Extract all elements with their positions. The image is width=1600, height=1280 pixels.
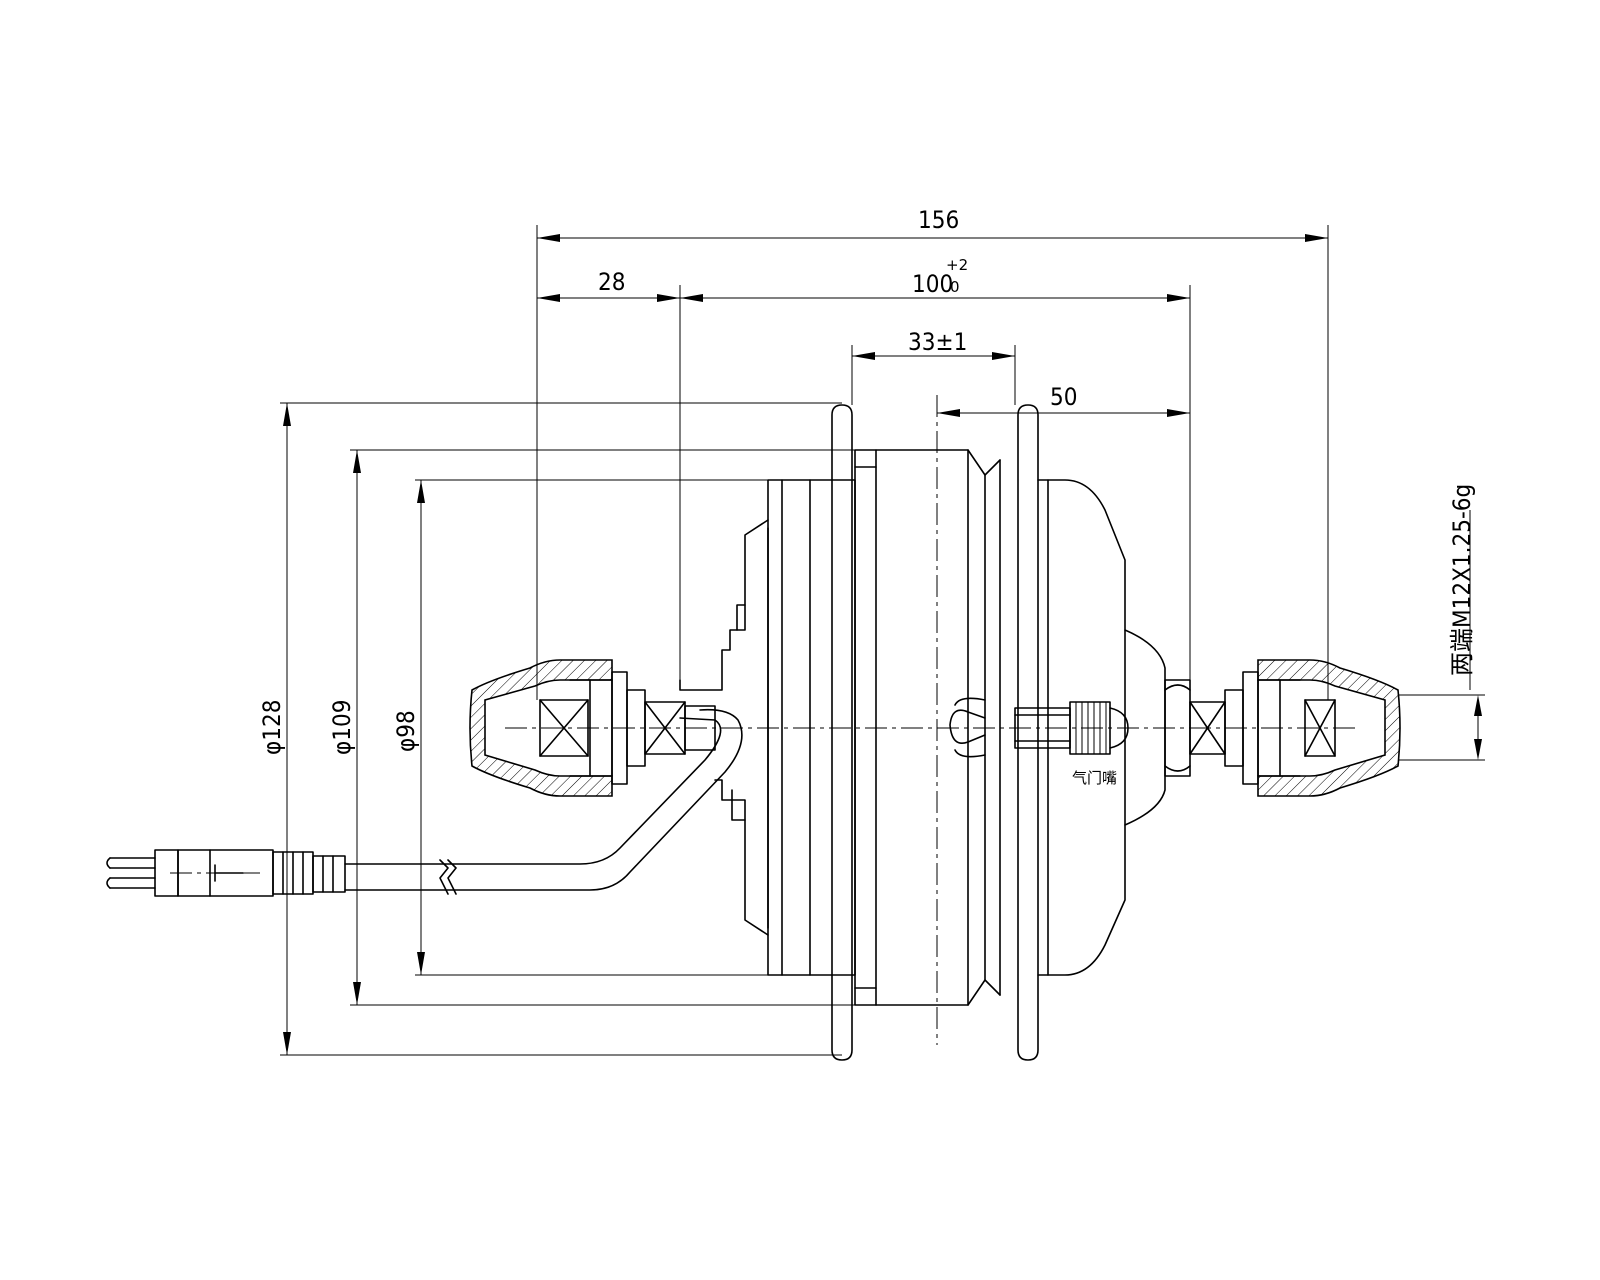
dim-flange-spacing: 33±1 <box>908 328 967 356</box>
dim-left-axle: 28 <box>598 268 625 296</box>
dimension-flange-spacing: 33±1 <box>852 328 1015 360</box>
dim-right-offset: 50 <box>1050 383 1077 411</box>
dimension-hub-width: 100 +2 0 <box>680 256 1190 302</box>
dim-diameter-outer: φ128 <box>258 700 286 755</box>
dimension-overall: 156 <box>537 206 1328 242</box>
dim-diameter-mid: φ109 <box>328 700 356 755</box>
motor-body <box>679 404 1166 1061</box>
right-dropout <box>1164 659 1401 797</box>
dimension-diameter-mid: φ109 <box>328 450 361 1005</box>
thread-spec: 两端M12X1.25-6g <box>1448 484 1476 676</box>
dimension-right-offset: 50 <box>937 383 1190 417</box>
dim-hub-width-tol-upper: +2 <box>946 256 968 274</box>
motor-cable <box>344 708 743 895</box>
dimension-thread: 两端M12X1.25-6g <box>1448 484 1482 760</box>
dimension-left-axle: 28 <box>537 268 680 302</box>
dim-overall-length: 156 <box>918 206 959 234</box>
valve-stem: 气门嘴 <box>949 697 1129 787</box>
left-dropout <box>469 659 716 797</box>
dim-hub-width: 100 <box>912 270 953 298</box>
dim-diameter-inner: φ98 <box>392 710 420 752</box>
dimension-diameter-outer: φ128 <box>258 403 291 1055</box>
extension-lines <box>280 225 1485 1056</box>
dimension-diameter-inner: φ98 <box>392 480 425 975</box>
valve-label: 气门嘴 <box>1072 769 1117 787</box>
dim-hub-width-tol-lower: 0 <box>950 278 960 296</box>
cable-connector <box>106 849 346 897</box>
